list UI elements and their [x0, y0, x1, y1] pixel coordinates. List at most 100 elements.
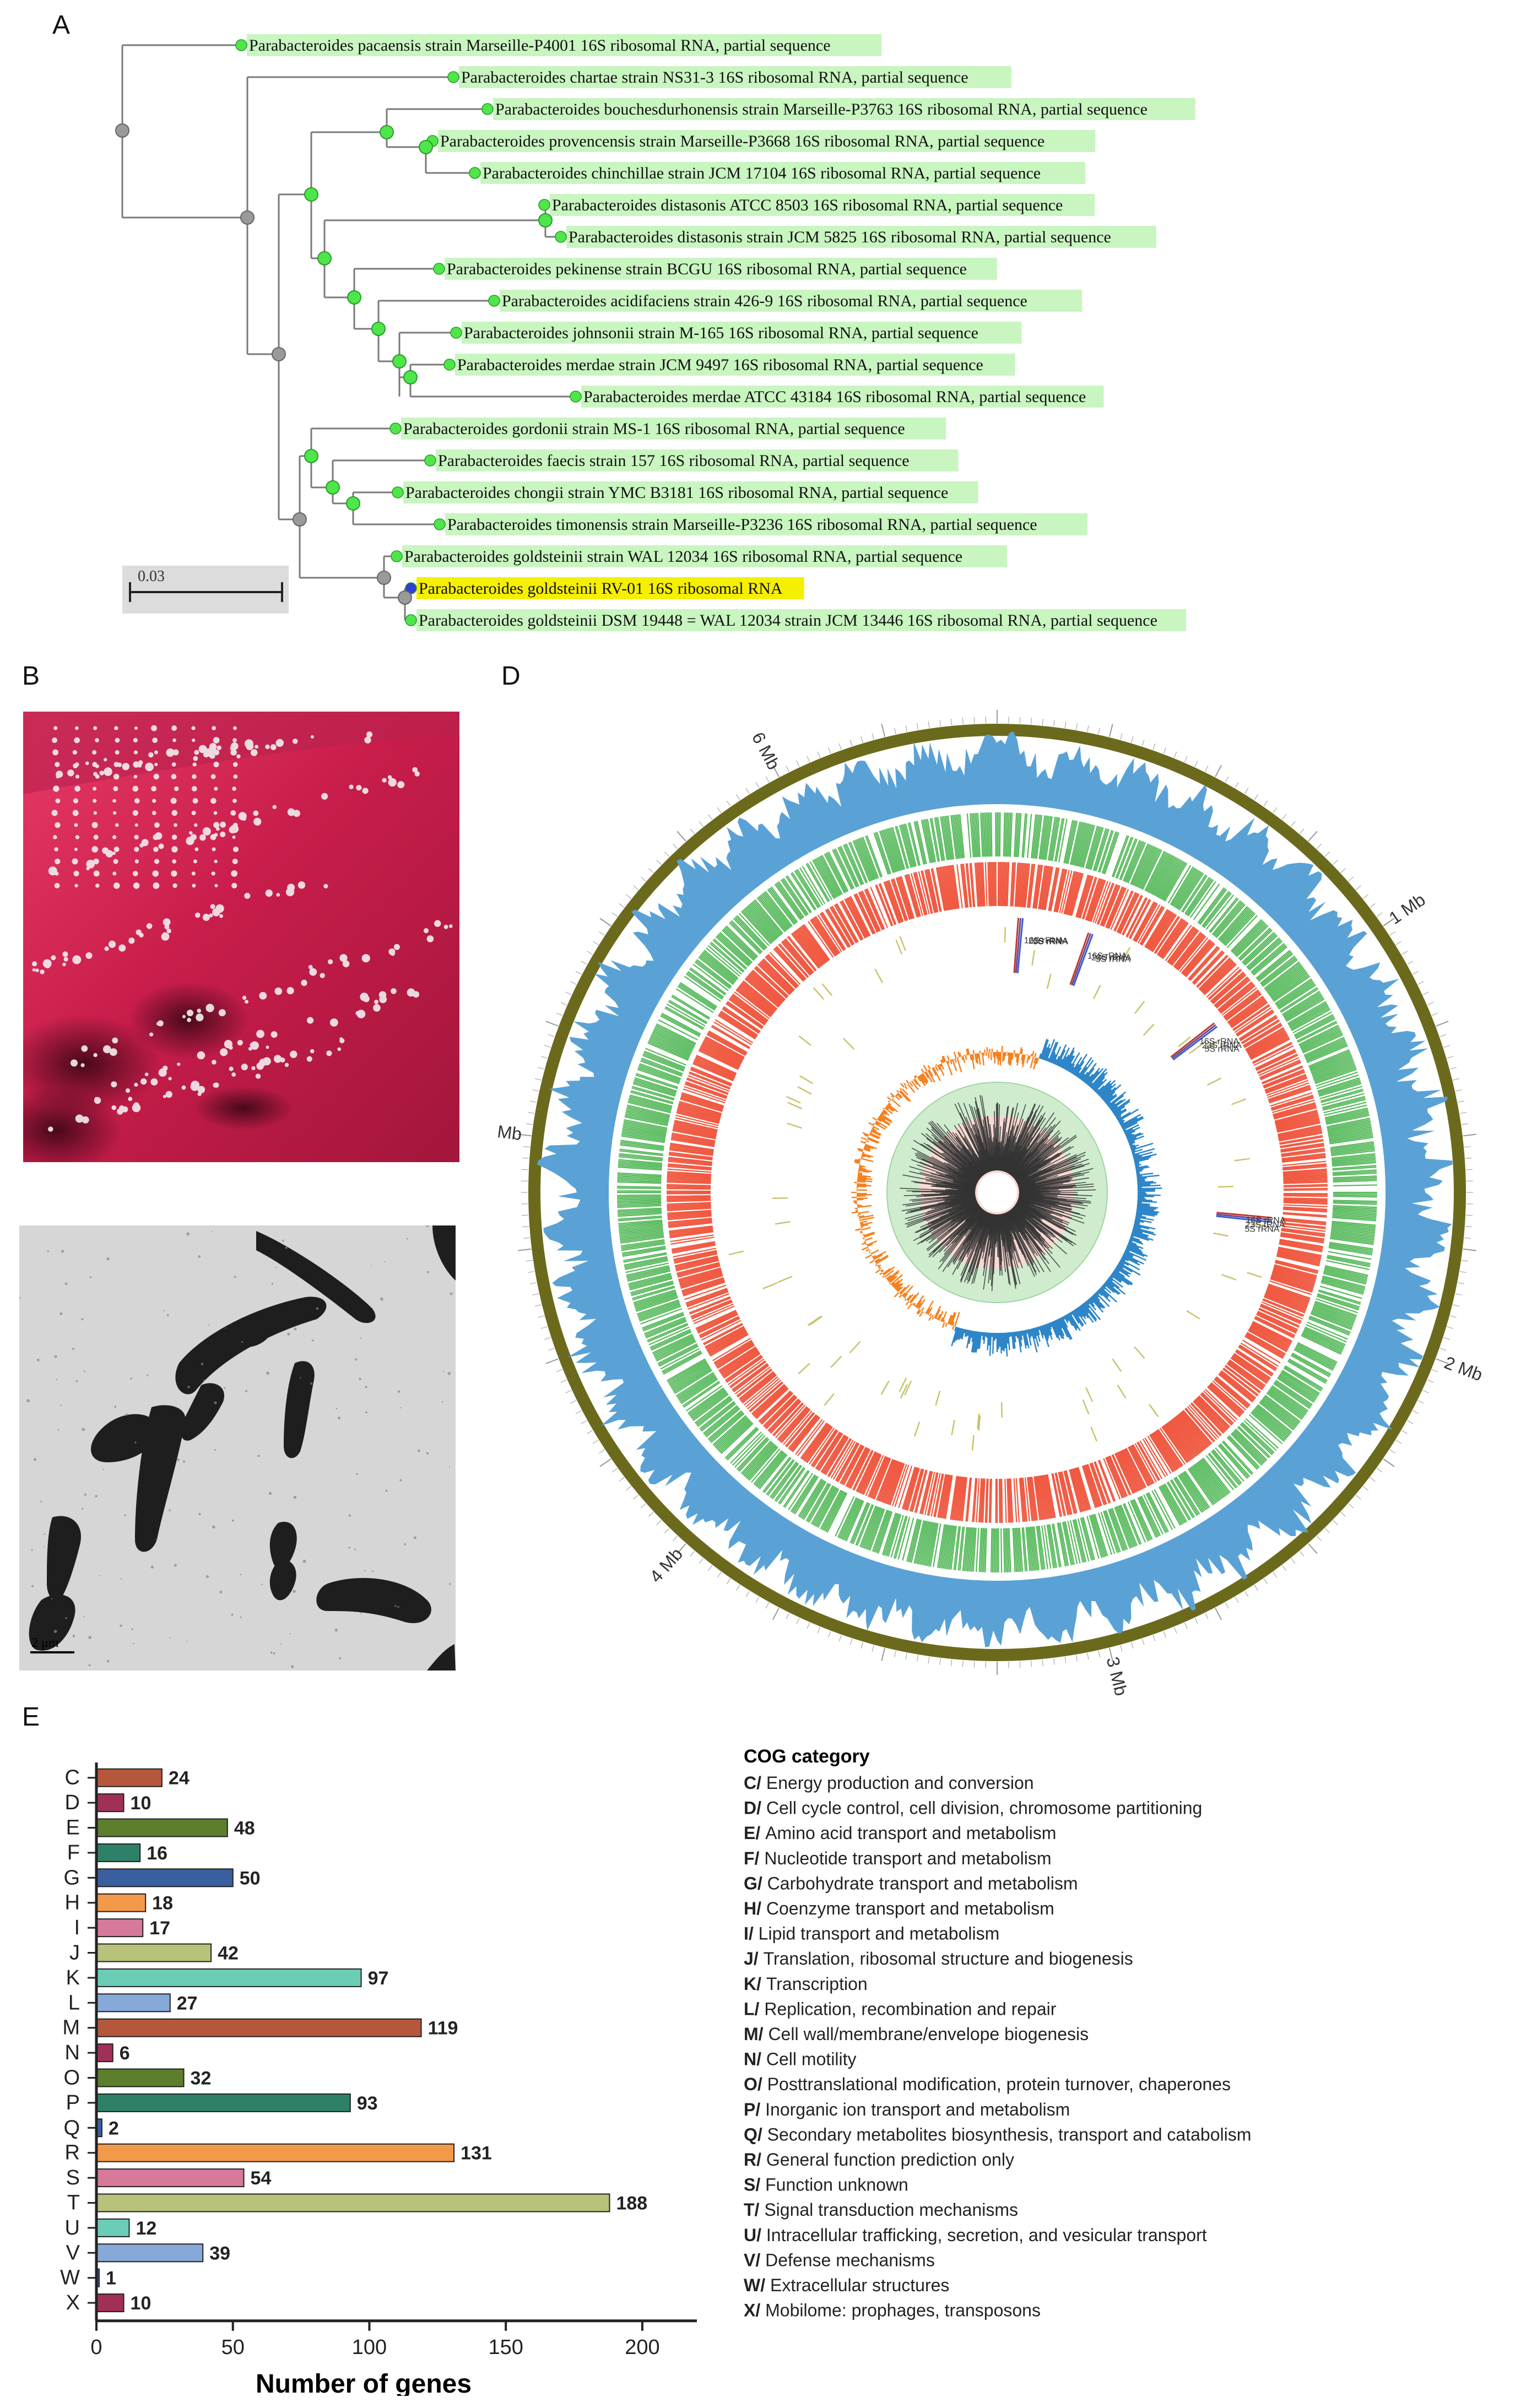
- tip-node: [405, 582, 417, 594]
- taxon-label: Parabacteroides pekinense strain BCGU 16…: [447, 260, 967, 278]
- rrna-label: 5S rRNA: [1033, 937, 1068, 947]
- internal-node: [346, 496, 360, 511]
- category-label: U: [65, 2216, 80, 2239]
- category-label: K: [66, 1966, 80, 1989]
- taxon-label: Parabacteroides chartae strain NS31-3 16…: [461, 68, 968, 86]
- cog-bar: [96, 2068, 185, 2087]
- cog-bar: [96, 1818, 228, 1837]
- cog-legend: COG category C/ Energy production and co…: [744, 1746, 1251, 2320]
- internal-node: [317, 251, 332, 265]
- tip-node: [555, 231, 567, 243]
- tip-node: [392, 486, 404, 498]
- mb-label: 2 Mb: [1442, 1353, 1485, 1385]
- tem-micrograph: 2 μm: [19, 1225, 456, 1671]
- mb-label: 5 Mb: [496, 1120, 523, 1144]
- tip-node: [424, 454, 436, 467]
- mb-label: 6 Mb: [748, 729, 784, 773]
- tree-nodes: [115, 39, 582, 626]
- legend-item: Q/ Secondary metabolites biosynthesis, t…: [744, 2124, 1251, 2144]
- mb-label: 3 Mb: [1103, 1655, 1132, 1698]
- rrna-label: 16S rRNA: [1246, 1216, 1286, 1225]
- taxon-label: Parabacteroides goldsteinii strain WAL 1…: [404, 547, 962, 566]
- x-tick-label: 100: [352, 2336, 387, 2359]
- category-label: S: [66, 2166, 80, 2189]
- x-tick-label: 200: [625, 2336, 659, 2359]
- internal-node: [380, 125, 394, 139]
- category-label: C: [65, 1766, 80, 1789]
- cog-bar: [96, 2143, 455, 2162]
- legend-item: W/ Extracellular structures: [744, 2275, 949, 2295]
- legend-item: P/ Inorganic ion transport and metabolis…: [744, 2100, 1070, 2119]
- value-label: 54: [251, 2168, 272, 2189]
- internal-node: [403, 370, 418, 384]
- cog-bar: [96, 1843, 141, 1862]
- panel-label-e: E: [22, 1702, 40, 1732]
- cog-bar: [96, 2168, 245, 2188]
- tip-node: [434, 518, 446, 530]
- value-label: 16: [147, 1843, 167, 1864]
- internal-node: [272, 347, 286, 361]
- tip-node: [481, 103, 494, 115]
- phylogenetic-tree: Parabacteroides pacaensis strain Marseil…: [115, 34, 1195, 631]
- tip-node: [391, 550, 403, 562]
- value-label: 6: [120, 2043, 130, 2064]
- x-axis-label: Number of genes: [256, 2369, 472, 2396]
- tip-node: [447, 71, 459, 83]
- internal-node: [419, 140, 433, 154]
- category-label: T: [67, 2192, 80, 2215]
- legend-item: K/ Transcription: [744, 1974, 868, 1994]
- tree-labels: Parabacteroides pacaensis strain Marseil…: [247, 34, 1195, 631]
- internal-node: [326, 480, 340, 495]
- panel-label-b: B: [22, 661, 40, 691]
- value-label: 17: [149, 1918, 170, 1939]
- taxon-label: Parabacteroides bouchesdurhonensis strai…: [495, 100, 1148, 118]
- cog-bar: [96, 1768, 163, 1787]
- legend-item: T/ Signal transduction mechanisms: [744, 2200, 1018, 2220]
- value-label: 39: [209, 2243, 230, 2264]
- rrna-label: 5S rRNA: [1205, 1045, 1240, 1054]
- category-label: I: [74, 1916, 80, 1939]
- tem-scale-bar: 2 μm: [30, 1636, 74, 1653]
- rrna-label: 23S rRNA: [1091, 953, 1131, 963]
- taxon-label: Parabacteroides timonensis strain Marsei…: [447, 516, 1037, 534]
- category-label: L: [68, 1991, 80, 2014]
- value-label: 24: [169, 1768, 190, 1789]
- legend-item: H/ Coenzyme transport and metabolism: [744, 1899, 1054, 1918]
- category-label: Q: [63, 2116, 80, 2139]
- taxon-label: Parabacteroides goldsteinii DSM 19448 = …: [419, 611, 1157, 630]
- taxon-label: Parabacteroides chongii strain YMC B3181…: [405, 484, 948, 502]
- panel-label-a: A: [52, 10, 71, 40]
- legend-item: J/ Translation, ribosomal structure and …: [744, 1949, 1133, 1968]
- cog-bar: [96, 1993, 171, 2013]
- taxon-label: Parabacteroides faecis strain 157 16S ri…: [438, 452, 910, 470]
- cog-bar: [96, 2193, 610, 2212]
- value-label: 188: [616, 2193, 647, 2214]
- value-label: 50: [240, 1868, 261, 1889]
- cog-bar: [96, 2293, 125, 2313]
- tip-node: [389, 422, 402, 435]
- category-label: V: [66, 2241, 80, 2264]
- panel-label-d: D: [501, 661, 521, 691]
- value-label: 42: [218, 1943, 239, 1964]
- value-label: 12: [136, 2218, 156, 2239]
- legend-item: G/ Carbohydrate transport and metabolism: [744, 1873, 1078, 1893]
- cog-bar: [96, 2043, 113, 2063]
- legend-item: E/ Amino acid transport and metabolism: [744, 1823, 1056, 1843]
- value-label: 10: [131, 2293, 151, 2314]
- category-label: X: [66, 2291, 80, 2314]
- internal-node: [293, 512, 307, 527]
- cog-bar: [96, 1893, 147, 1912]
- cog-bar: [96, 1943, 212, 1962]
- value-label: 18: [152, 1893, 173, 1914]
- internal-node: [304, 187, 318, 202]
- legend-item: M/ Cell wall/membrane/envelope biogenesi…: [744, 2024, 1089, 2044]
- value-label: 119: [428, 2018, 458, 2039]
- internal-node: [304, 449, 318, 463]
- category-label: P: [66, 2091, 80, 2114]
- category-label: N: [65, 2041, 80, 2064]
- value-label: 27: [177, 1993, 198, 2014]
- category-label: W: [60, 2266, 80, 2290]
